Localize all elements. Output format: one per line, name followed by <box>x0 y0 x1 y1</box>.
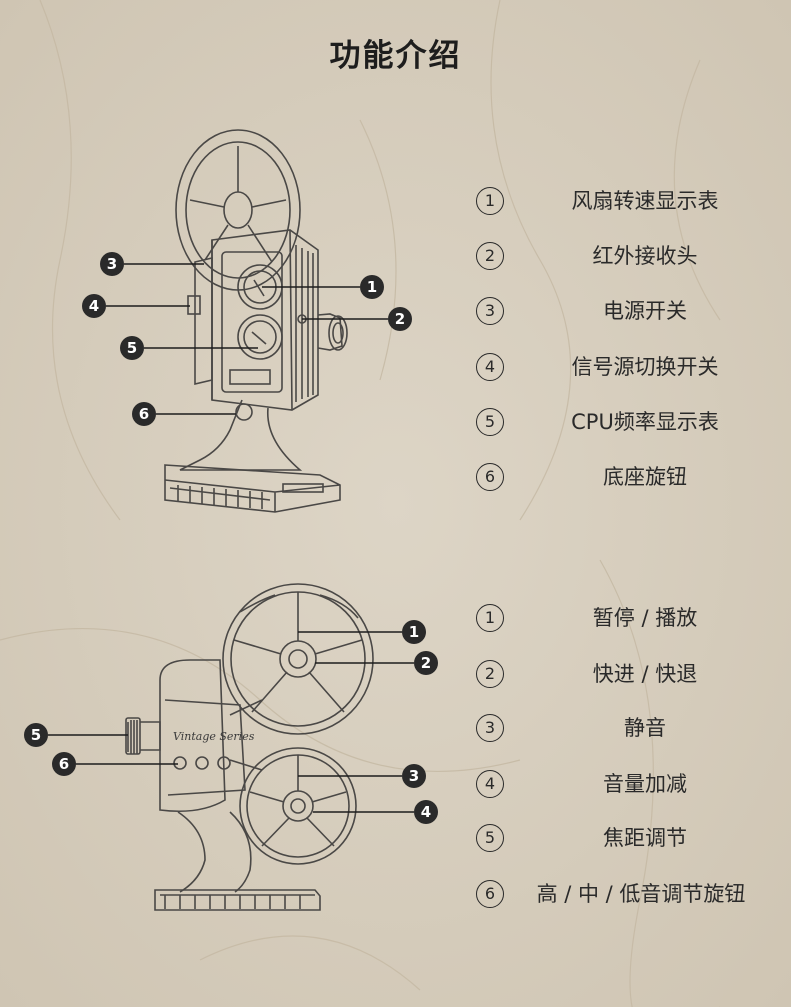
item-number: 3 <box>476 714 504 742</box>
callout-6b: 6 <box>52 752 178 776</box>
item-label: 红外接收头 <box>592 244 698 268</box>
list-item: 2 快进 / 快退 <box>470 660 770 690</box>
svg-text:1: 1 <box>367 278 377 296</box>
svg-text:2: 2 <box>395 310 405 328</box>
item-number: 5 <box>476 408 504 436</box>
callout-2b: 2 <box>315 651 438 675</box>
callout-3b: 3 <box>298 764 426 788</box>
page-title: 功能介绍 <box>329 38 462 74</box>
list-item: 1 风扇转速显示表 <box>470 187 770 217</box>
item-label: 快进 / 快退 <box>592 662 698 686</box>
item-label: 静音 <box>624 716 666 740</box>
item-number: 3 <box>476 297 504 325</box>
callout-6a: 6 <box>132 402 236 426</box>
callout-2a: 2 <box>302 307 412 331</box>
list-item: 1 暂停 / 播放 <box>470 604 770 634</box>
list-item: 3 静音 <box>470 714 770 744</box>
item-number: 4 <box>476 353 504 381</box>
item-number: 6 <box>476 463 504 491</box>
item-label: 暂停 / 播放 <box>592 606 698 630</box>
item-label: 高 / 中 / 低音调节旋钮 <box>536 882 746 906</box>
svg-text:5: 5 <box>31 726 41 744</box>
svg-text:5: 5 <box>127 339 137 357</box>
item-label: 电源开关 <box>603 299 687 323</box>
callout-4b: 4 <box>313 800 438 824</box>
item-number: 6 <box>476 880 504 908</box>
callout-1b: 1 <box>298 620 426 644</box>
callout-3a: 3 <box>100 252 204 276</box>
callout-5a: 5 <box>120 336 258 360</box>
svg-text:3: 3 <box>107 255 117 273</box>
svg-text:4: 4 <box>89 297 99 315</box>
svg-text:3: 3 <box>409 767 419 785</box>
callout-1a: 1 <box>262 275 384 299</box>
svg-text:2: 2 <box>421 654 431 672</box>
item-number: 1 <box>476 604 504 632</box>
list-item: 3 电源开关 <box>470 297 770 327</box>
item-label: 风扇转速显示表 <box>571 189 719 213</box>
item-number: 4 <box>476 770 504 798</box>
item-number: 5 <box>476 824 504 852</box>
item-label: 信号源切换开关 <box>571 355 719 379</box>
device-series-label: Vintage Series <box>173 730 255 743</box>
list-item: 5 CPU频率显示表 <box>470 408 770 438</box>
callout-4a: 4 <box>82 294 190 318</box>
svg-text:4: 4 <box>421 803 431 821</box>
svg-text:6: 6 <box>59 755 69 773</box>
item-number: 2 <box>476 242 504 270</box>
item-label: 底座旋钮 <box>603 465 687 489</box>
svg-text:6: 6 <box>139 405 149 423</box>
svg-text:1: 1 <box>409 623 419 641</box>
list-item: 6 底座旋钮 <box>470 463 770 493</box>
callout-5b: 5 <box>24 723 128 747</box>
item-number: 1 <box>476 187 504 215</box>
list-item: 5 焦距调节 <box>470 824 770 854</box>
list-item: 4 音量加减 <box>470 770 770 800</box>
list-item: 6 高 / 中 / 低音调节旋钮 <box>470 880 770 910</box>
item-label: 焦距调节 <box>603 826 687 850</box>
list-item: 2 红外接收头 <box>470 242 770 272</box>
item-label: CPU频率显示表 <box>571 410 719 434</box>
item-label: 音量加减 <box>603 772 687 796</box>
list-item: 4 信号源切换开关 <box>470 353 770 383</box>
item-number: 2 <box>476 660 504 688</box>
